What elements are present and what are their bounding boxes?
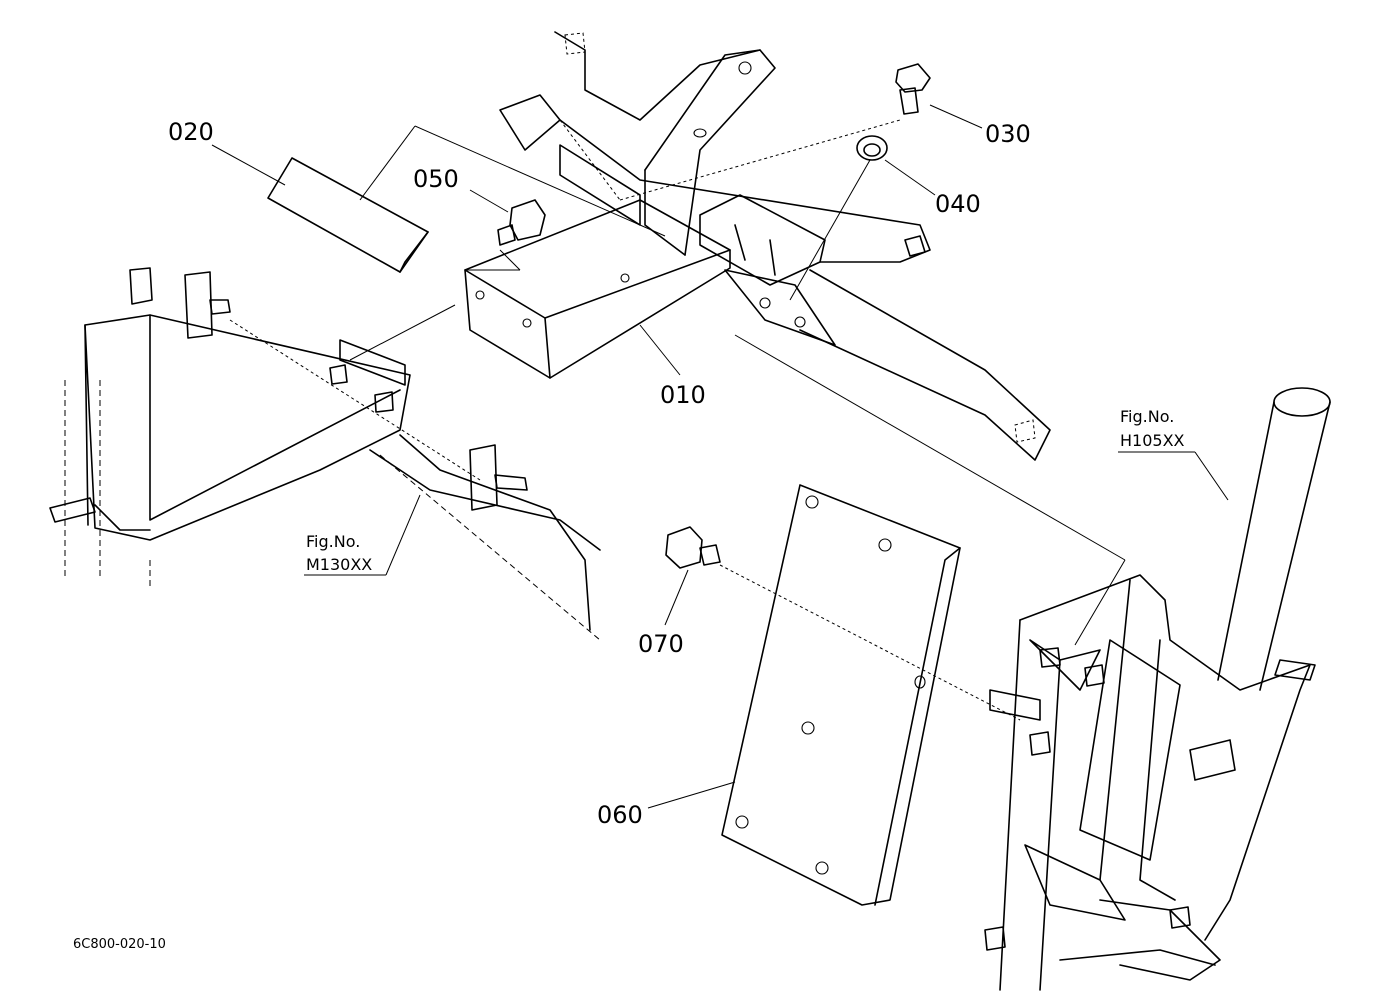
figure-ref-m130xx-code: M130XX: [306, 555, 372, 574]
figure-ref-h105xx-prefix: Fig.No.: [1120, 407, 1174, 426]
right-steering-assembly: [984, 387, 1331, 991]
callout-070: 070: [638, 569, 689, 658]
label-030: 030: [985, 120, 1031, 148]
figure-ref-m130xx-prefix: Fig.No.: [306, 532, 360, 551]
label-070: 070: [638, 630, 684, 658]
label-040: 040: [935, 190, 981, 218]
part-030-bolt: [895, 63, 931, 115]
figure-ref-h105xx: Fig.No. H105XX: [1118, 407, 1229, 501]
part-050-bolt: [497, 199, 546, 246]
callout-060: 060: [597, 781, 736, 829]
callout-050: 050: [413, 165, 509, 213]
part-070-bolt: [665, 526, 721, 569]
upper-tilt-frame: [499, 31, 1051, 461]
figure-ref-m130xx: Fig.No. M130XX: [304, 494, 421, 576]
part-020-strip: [267, 157, 429, 273]
callout-010: 010: [639, 324, 706, 409]
label-060: 060: [597, 801, 643, 829]
label-050: 050: [413, 165, 459, 193]
label-020: 020: [168, 118, 214, 146]
figure-ref-h105xx-code: H105XX: [1120, 431, 1185, 450]
left-frame-assembly: [49, 267, 601, 641]
callout-020: 020: [168, 118, 286, 186]
assembly-lines: [229, 119, 1126, 721]
part-040-washer: [856, 135, 888, 161]
document-id: 6C800-020-10: [73, 937, 166, 952]
callout-030: 030: [929, 104, 1031, 148]
label-010: 010: [660, 381, 706, 409]
part-060-cover-plate: [721, 484, 961, 906]
callout-040: 040: [884, 159, 981, 218]
